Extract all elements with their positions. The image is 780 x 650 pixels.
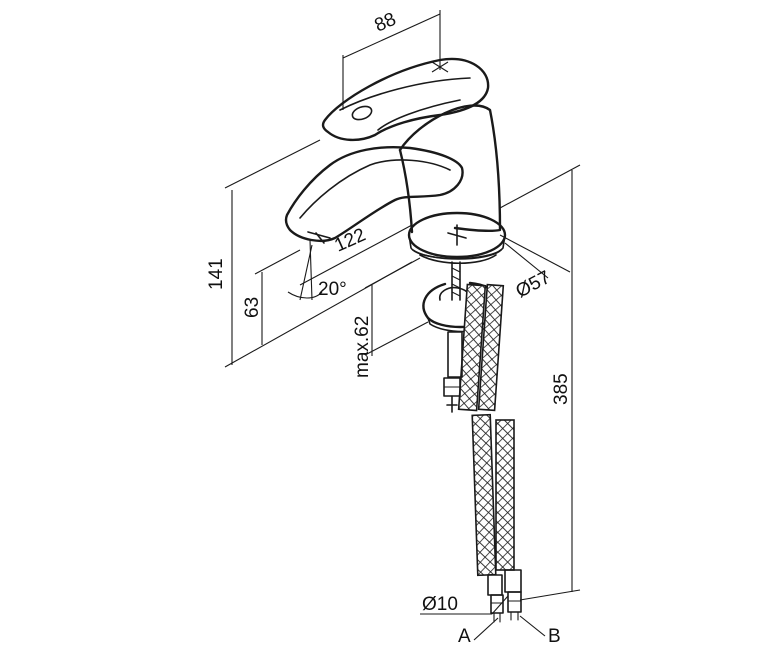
hose-upper [443,283,505,413]
dimension-labels: 88 141 122 20° 63 max.62 Ø57 385 Ø10 A B [206,9,572,647]
hose-a [471,413,504,623]
dim-122-label: 122 [331,224,369,256]
dim-385-label: 385 [551,373,572,405]
dim-max62-label: max.62 [352,316,373,378]
dim-63-label: 63 [242,297,263,318]
hose-b [495,419,522,621]
hose-b-label: B [548,626,561,647]
dim-angle-label: 20° [318,279,347,300]
faucet-body [284,57,502,244]
dim-141-label: 141 [206,258,227,290]
dim-88-label: 88 [371,9,399,37]
dim-57-label: Ø57 [512,267,554,302]
hose-a-label: A [458,626,471,647]
base-plate [407,211,507,265]
dim-10-label: Ø10 [422,594,458,615]
dimension-lines [224,10,581,641]
